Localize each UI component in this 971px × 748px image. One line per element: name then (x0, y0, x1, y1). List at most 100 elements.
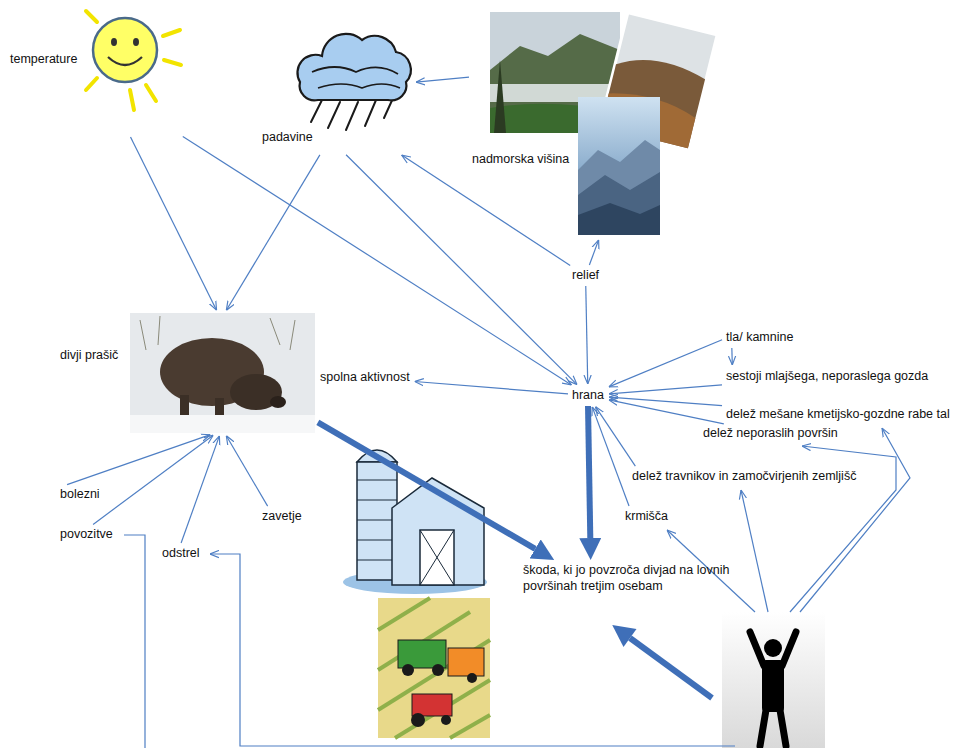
field-illustration (402, 664, 414, 676)
node-label: hrana (572, 388, 604, 403)
impact-arrow (588, 406, 590, 538)
influence-arrow (67, 435, 210, 485)
factor-label: odstrel (159, 544, 203, 563)
factor-label: zavetje (259, 507, 305, 526)
boar-node: divji prašič (55, 312, 317, 434)
node-label: sestoji mlajšega, neporaslega gozda (726, 369, 928, 384)
person-influence-line (741, 490, 768, 612)
influence-arrow (595, 407, 635, 467)
factor-label: krmišča (622, 507, 671, 526)
field-illustration (467, 673, 477, 683)
boar-photo (130, 313, 315, 433)
barn-illustration (357, 462, 397, 580)
person-damage-arrow (606, 616, 712, 698)
influence-arrow (346, 155, 577, 385)
barn-illustration (357, 480, 397, 481)
factor-label: spolna aktivnost (317, 368, 413, 387)
barn-illustration (420, 530, 454, 585)
sun-icon (146, 85, 156, 101)
boar-photo (130, 415, 315, 433)
impact-arrow (318, 422, 535, 549)
field-illustration (378, 598, 430, 630)
rain-cloud-icon (311, 100, 322, 122)
rain-cloud-icon (318, 84, 400, 88)
barn-illustration (420, 530, 454, 585)
sun-icon (133, 38, 139, 46)
barn-illustration (357, 560, 397, 561)
rain-cloud-icon (365, 100, 376, 126)
influence-arrow (609, 340, 722, 387)
person-silhouette (722, 612, 825, 748)
rain-cloud-icon (312, 67, 398, 74)
sun-icon (86, 11, 181, 110)
barn-illustration (357, 540, 397, 541)
field-illustration (411, 713, 425, 727)
node-label: delež travnikov in zamočvirjenih zemljiš… (632, 469, 856, 484)
barn-illustration (357, 500, 397, 501)
field-illustration (450, 715, 490, 738)
boar-photo (270, 396, 286, 408)
influence-arrow (226, 436, 267, 506)
node-label: povozitve (60, 527, 113, 542)
sun-icon (130, 90, 134, 110)
node-label: odstrel (162, 546, 200, 561)
sun-icon (163, 30, 180, 36)
rain-cloud-icon (297, 34, 410, 101)
factor-label: delež mešane kmetijsko-gozdne rabe tal (723, 405, 953, 424)
influence-arrow (589, 240, 598, 265)
sun-icon (86, 11, 181, 110)
mountain-photo (578, 97, 660, 235)
node-label: škoda, ki jo povzroča divjad na lovnih p… (523, 562, 745, 594)
cloud-node: padavine (258, 26, 414, 154)
influence-arrow (586, 286, 588, 384)
node-label: padavine (262, 130, 313, 145)
node-label: nadmorska višina (472, 152, 569, 167)
photo-node: nadmorska višina (470, 8, 714, 238)
influence-arrow (226, 155, 320, 310)
influence-arrow (183, 137, 572, 385)
influence-arrow (731, 348, 733, 365)
factor-label: povozitve (57, 525, 116, 544)
barn-illustration (357, 480, 397, 560)
sun-icon (111, 38, 117, 46)
barn-illustration (357, 520, 397, 521)
sun-node: temperature (6, 8, 192, 136)
field-illustration (395, 680, 490, 738)
rain-cloud-icon (328, 102, 340, 128)
boar-photo (140, 320, 146, 350)
node-label: divji prašič (60, 348, 118, 363)
person-damage-arrow (606, 616, 637, 647)
node-label: krmišča (625, 509, 668, 524)
node-label: bolezni (60, 487, 100, 502)
factor-label: delež neporaslih površin (700, 424, 841, 443)
factor-label: sestoji mlajšega, neporaslega gozda (723, 367, 931, 386)
boar-photo (270, 318, 280, 345)
mountain-photo (578, 203, 660, 235)
person-influence-line (124, 535, 145, 748)
barn-illustration (343, 450, 487, 594)
field-illustration (378, 598, 490, 738)
node-label: zavetje (262, 509, 302, 524)
person-silhouette (722, 612, 825, 748)
field-illustration (441, 715, 451, 725)
influence-arrow (402, 155, 571, 265)
influence-arrow (609, 400, 724, 424)
rain-cloud-icon (346, 102, 358, 130)
node-label: delež mešane kmetijsko-gozdne rabe tal (726, 407, 950, 422)
field-illustration (432, 664, 444, 676)
field-illustration (398, 640, 446, 668)
mountain-photo (578, 97, 660, 235)
influence-arrow (592, 407, 629, 506)
factor-label: bolezni (57, 485, 103, 504)
person-silhouette (780, 710, 786, 746)
node-label: temperature (10, 52, 77, 67)
person-damage-arrow (630, 638, 712, 698)
boar-photo (290, 320, 295, 350)
node-label: spolna aktivnost (320, 370, 410, 385)
factor-label: tla/ kamnine (723, 328, 796, 347)
influence-arrow (609, 397, 722, 406)
sun-icon (93, 18, 157, 82)
node-label: tla/ kamnine (726, 330, 793, 345)
influence-arrow (131, 137, 217, 310)
